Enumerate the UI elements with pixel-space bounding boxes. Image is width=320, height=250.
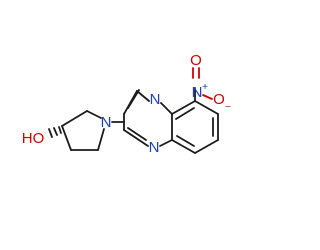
pyrrolidine-n-label: N xyxy=(101,114,112,131)
bond-c4a-c5 xyxy=(171,100,196,115)
bond-c3p-c2p xyxy=(61,110,88,127)
bond-c8-c8a-double xyxy=(176,135,195,147)
molecule-diagram: N N N N + O O − HO xyxy=(22,52,231,156)
bond-n-c5p xyxy=(97,128,105,151)
ring-n-top-label: N xyxy=(150,91,161,108)
bond-n1-c2-double xyxy=(127,127,147,141)
bond-c5-c6 xyxy=(194,100,219,115)
hydroxyl-label: HO xyxy=(22,130,45,147)
nitro-n-charge: + xyxy=(202,82,208,93)
bond-c8-c8a xyxy=(171,139,196,154)
bond-c8a-n1 xyxy=(159,139,173,147)
bond-c2-c3-double xyxy=(127,89,140,109)
nitro-o-top-label: O xyxy=(190,52,202,69)
bond-c4p-c3p xyxy=(61,125,72,151)
bond-c3-n4 xyxy=(136,90,150,102)
bond-c7-c8 xyxy=(194,139,219,154)
structure-svg: N N N N + O O − HO xyxy=(22,52,231,156)
nitro-o-charge: − xyxy=(225,102,231,113)
ring-n-bottom-label: N xyxy=(149,139,160,156)
bond-c2p-n xyxy=(86,110,102,119)
nitro-n-label: N xyxy=(192,84,203,101)
bond-nitro-o-right xyxy=(202,94,213,100)
nitro-o-right-label: O xyxy=(213,91,225,108)
hashed-wedge-bond xyxy=(48,126,62,138)
bond-c4a-c5-double xyxy=(175,107,195,120)
bond-n4-c4a xyxy=(160,102,173,115)
bond-n1-c2 xyxy=(123,129,149,147)
